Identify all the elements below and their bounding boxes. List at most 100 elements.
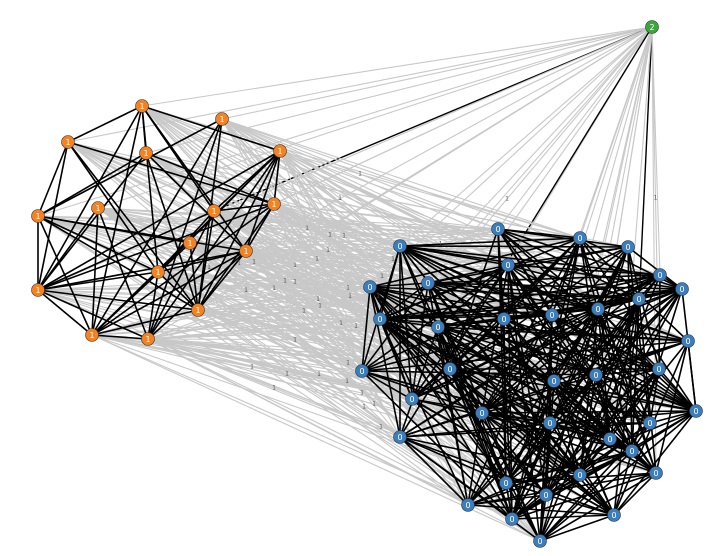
node-circle[interactable]	[215, 112, 229, 126]
node-circle[interactable]	[681, 334, 695, 348]
graph-node-b33[interactable]: 0	[539, 488, 553, 502]
graph-node-b5[interactable]: 0	[501, 258, 515, 272]
graph-node-o6[interactable]: 1	[91, 201, 105, 215]
node-circle[interactable]	[621, 240, 635, 254]
node-circle[interactable]	[545, 308, 559, 322]
graph-node-b6[interactable]: 0	[653, 268, 667, 282]
graph-node-b35[interactable]: 0	[607, 508, 621, 522]
node-circle[interactable]	[505, 512, 519, 526]
graph-node-b28[interactable]: 0	[393, 430, 407, 444]
graph-node-b30[interactable]: 0	[649, 466, 663, 480]
graph-node-o9[interactable]: 1	[31, 209, 45, 223]
node-circle[interactable]	[421, 276, 435, 290]
node-circle[interactable]	[652, 362, 666, 376]
graph-node-b9[interactable]: 0	[675, 282, 689, 296]
node-circle[interactable]	[589, 368, 603, 382]
graph-node-b2[interactable]: 0	[573, 231, 587, 245]
node-circle[interactable]	[355, 364, 369, 378]
node-circle[interactable]	[267, 197, 281, 211]
node-circle[interactable]	[591, 302, 605, 316]
graph-node-o1[interactable]: 1	[135, 99, 149, 113]
node-circle[interactable]	[363, 280, 377, 294]
graph-node-b29[interactable]: 0	[625, 444, 639, 458]
node-circle[interactable]	[649, 466, 663, 480]
node-circle[interactable]	[491, 222, 505, 236]
node-circle[interactable]	[461, 498, 475, 512]
node-circle[interactable]	[151, 265, 165, 279]
graph-node-b31[interactable]: 0	[573, 468, 587, 482]
graph-node-b16[interactable]: 0	[681, 334, 695, 348]
node-circle[interactable]	[625, 444, 639, 458]
graph-node-o15[interactable]: 1	[85, 328, 99, 342]
node-circle[interactable]	[543, 416, 557, 430]
node-circle[interactable]	[689, 404, 703, 418]
node-circle[interactable]	[533, 534, 547, 548]
graph-node-b8[interactable]: 0	[363, 280, 377, 294]
node-circle[interactable]	[183, 236, 197, 250]
node-circle[interactable]	[31, 283, 45, 297]
node-circle[interactable]	[61, 135, 75, 149]
graph-node-o16[interactable]: 1	[141, 332, 155, 346]
graph-node-b13[interactable]: 0	[373, 312, 387, 326]
node-circle[interactable]	[393, 239, 407, 253]
node-circle[interactable]	[239, 244, 253, 258]
node-circle[interactable]	[443, 362, 457, 376]
node-circle[interactable]	[603, 432, 617, 446]
node-circle[interactable]	[191, 303, 205, 317]
node-circle[interactable]	[405, 392, 419, 406]
node-circle[interactable]	[499, 476, 513, 490]
node-circle[interactable]	[475, 406, 489, 420]
graph-node-b34[interactable]: 0	[461, 498, 475, 512]
graph-node-o7[interactable]: 1	[207, 204, 221, 218]
graph-node-o14[interactable]: 1	[191, 303, 205, 317]
node-circle[interactable]	[573, 231, 587, 245]
graph-node-b20[interactable]: 0	[589, 368, 603, 382]
graph-node-b17[interactable]: 0	[652, 362, 666, 376]
graph-node-b14[interactable]: 0	[431, 320, 445, 334]
graph-node-b24[interactable]: 0	[643, 416, 657, 430]
node-circle[interactable]	[139, 146, 153, 160]
node-circle[interactable]	[373, 312, 387, 326]
graph-node-o4[interactable]: 1	[139, 146, 153, 160]
graph-node-b22[interactable]: 0	[405, 392, 419, 406]
graph-node-b1[interactable]: 0	[491, 222, 505, 236]
node-circle[interactable]	[273, 144, 287, 158]
graph-node-b26[interactable]: 0	[543, 416, 557, 430]
graph-node-b27[interactable]: 0	[603, 432, 617, 446]
graph-node-o12[interactable]: 1	[151, 265, 165, 279]
graph-node-b37[interactable]: 0	[533, 534, 547, 548]
node-circle[interactable]	[85, 328, 99, 342]
graph-node-b21[interactable]: 0	[547, 374, 561, 388]
graph-node-b4[interactable]: 0	[393, 239, 407, 253]
node-circle[interactable]	[653, 268, 667, 282]
node-circle[interactable]	[539, 488, 553, 502]
node-circle[interactable]	[135, 99, 149, 113]
graph-node-o3[interactable]: 1	[61, 135, 75, 149]
graph-node-b36[interactable]: 0	[505, 512, 519, 526]
node-circle[interactable]	[141, 332, 155, 346]
graph-node-o8[interactable]: 1	[267, 197, 281, 211]
node-circle[interactable]	[393, 430, 407, 444]
graph-node-b10[interactable]: 0	[632, 292, 646, 306]
graph-node-n2[interactable]: 2	[645, 20, 659, 34]
graph-node-o10[interactable]: 1	[183, 236, 197, 250]
graph-node-b15[interactable]: 0	[497, 312, 511, 326]
node-circle[interactable]	[497, 312, 511, 326]
node-circle[interactable]	[431, 320, 445, 334]
graph-node-b18[interactable]: 0	[355, 364, 369, 378]
graph-node-o5[interactable]: 1	[273, 144, 287, 158]
graph-node-b12[interactable]: 0	[545, 308, 559, 322]
node-circle[interactable]	[91, 201, 105, 215]
node-circle[interactable]	[501, 258, 515, 272]
graph-node-o2[interactable]: 1	[215, 112, 229, 126]
graph-node-b3[interactable]: 0	[621, 240, 635, 254]
node-circle[interactable]	[573, 468, 587, 482]
graph-node-o11[interactable]: 1	[239, 244, 253, 258]
graph-node-b32[interactable]: 0	[499, 476, 513, 490]
node-circle[interactable]	[645, 20, 659, 34]
node-circle[interactable]	[632, 292, 646, 306]
graph-node-b7[interactable]: 0	[421, 276, 435, 290]
node-circle[interactable]	[607, 508, 621, 522]
graph-node-b23[interactable]: 0	[689, 404, 703, 418]
node-circle[interactable]	[643, 416, 657, 430]
